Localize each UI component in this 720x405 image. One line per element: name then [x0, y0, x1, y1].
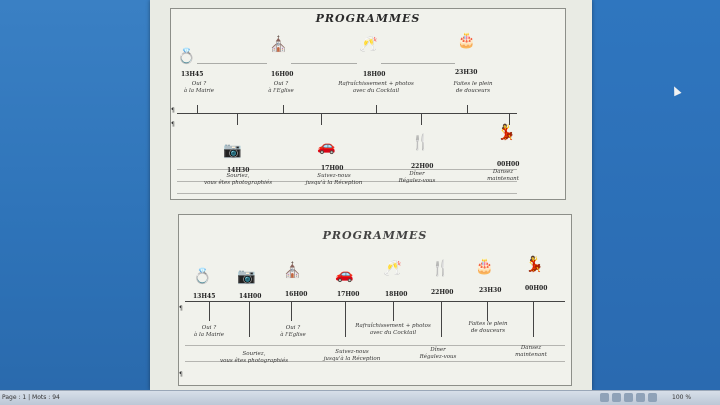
dancers-icon: 💃 [497, 123, 516, 141]
timeline-tick [209, 301, 210, 321]
cake-icon: 🎂 [457, 31, 476, 49]
timeline-tick [321, 113, 322, 125]
timeline-tick [249, 301, 250, 337]
event-caption: Suivez-nous jusqu'à la Réception [323, 349, 381, 362]
event-time: 13H45 [181, 71, 204, 78]
page-title: PROGRAMMES [322, 229, 428, 242]
timeline-tick [441, 301, 442, 337]
rings-icon: 💍 [177, 47, 196, 65]
event-caption: Oui ? à l'Eglise [280, 325, 306, 338]
event-time: 16H00 [285, 291, 308, 298]
event-caption: Dîner Régalez-vous [419, 347, 457, 360]
margin-mark: ¶ [179, 305, 183, 312]
desktop-background-right [590, 0, 720, 390]
margin-mark: ¶ [179, 371, 183, 378]
timeline-tick [509, 113, 510, 125]
guide-line [177, 193, 517, 194]
champagne-icon: 🥂 [383, 259, 402, 277]
zoom-level[interactable]: 100 % [672, 394, 692, 401]
dotted-line [381, 63, 455, 64]
margin-mark: ¶ [171, 107, 175, 114]
event-time: 22H00 [431, 289, 454, 296]
event-caption: Dansez maintenant [515, 345, 547, 358]
champagne-icon: 🥂 [359, 35, 378, 53]
dotted-line [291, 63, 357, 64]
full-screen-icon[interactable] [612, 393, 621, 402]
guide-line [185, 361, 565, 362]
event-time: 18H00 [385, 291, 408, 298]
timeline-axis [177, 113, 517, 114]
page-title: PROGRAMMES [315, 12, 421, 25]
car-icon: 🚗 [317, 137, 336, 155]
page-count: Page : 1 [2, 394, 27, 401]
timeline-tick [376, 105, 377, 113]
church-icon: ⛪ [283, 261, 302, 279]
timeline-tick [487, 301, 488, 321]
draft-icon[interactable] [648, 393, 657, 402]
timeline-tick [291, 301, 292, 321]
camera-icon: 📷 [237, 267, 256, 285]
event-time: 16H00 [271, 71, 294, 78]
event-caption: Dansez maintenant [487, 169, 519, 182]
program-sheet-1[interactable]: PROGRAMMES 💍 ⛪ 🥂 🎂 13H45 16H00 18H00 23H… [170, 8, 566, 200]
event-time: 23H30 [455, 69, 478, 76]
outline-icon[interactable] [636, 393, 645, 402]
camera-icon: 📷 [223, 141, 242, 159]
rings-icon: 💍 [193, 267, 212, 285]
dotted-line [197, 63, 267, 64]
church-icon: ⛪ [269, 35, 288, 53]
timeline-tick [237, 113, 238, 125]
dancers-icon: 💃 [525, 255, 544, 273]
event-caption: Faites le plein de douceurs [468, 321, 508, 334]
cutlery-icon: 🍴 [431, 259, 450, 277]
event-caption: Suivez-nous jusqu'à la Réception [305, 173, 363, 186]
guide-line [177, 169, 517, 170]
cutlery-icon: 🍴 [411, 133, 430, 151]
car-icon: 🚗 [335, 265, 354, 283]
event-caption: Oui ? à la Mairie [183, 81, 215, 94]
guide-line [177, 181, 517, 182]
cake-icon: 🎂 [475, 257, 494, 275]
word-count[interactable]: Mots : 94 [32, 394, 60, 401]
status-text: Page : 1 | Mots : 94 [2, 394, 60, 401]
event-time: 14H30 [227, 167, 250, 174]
guide-line [185, 345, 565, 346]
timeline-tick [283, 105, 284, 113]
event-caption: Rafraîchissement + photos avec du Cockta… [338, 81, 414, 94]
program-sheet-2[interactable]: PROGRAMMES 💍 📷 ⛪ 🚗 🥂 🍴 🎂 💃 13H45 14H00 1… [178, 214, 572, 386]
timeline-tick [197, 105, 198, 113]
event-caption: Dîner Régalez-vous [398, 171, 436, 184]
event-time: 22H00 [411, 163, 434, 170]
web-layout-icon[interactable] [624, 393, 633, 402]
timeline-tick [533, 301, 534, 337]
timeline-tick [467, 105, 468, 113]
event-caption: Oui ? à l'Eglise [268, 81, 294, 94]
margin-mark: ¶ [171, 121, 175, 128]
event-time: 13H45 [193, 293, 216, 300]
event-time: 17H00 [321, 165, 344, 172]
document-page[interactable]: PROGRAMMES 💍 ⛪ 🥂 🎂 13H45 16H00 18H00 23H… [150, 0, 592, 390]
status-bar: Page : 1 | Mots : 94 100 % [0, 390, 720, 405]
timeline-tick [393, 301, 394, 321]
event-time: 23H30 [479, 287, 502, 294]
event-time: 14H00 [239, 293, 262, 300]
timeline-axis [185, 301, 565, 302]
event-caption: Rafraîchissement + photos avec du Cockta… [355, 323, 431, 336]
event-caption: Faites le plein de douceurs [453, 81, 493, 94]
event-time: 17H00 [337, 291, 360, 298]
timeline-tick [345, 301, 346, 337]
desktop-background-left [0, 0, 150, 390]
event-caption: Souriez, vous êtes photographiés [219, 351, 289, 364]
print-layout-icon[interactable] [600, 393, 609, 402]
event-time: 00H00 [497, 161, 520, 168]
event-time: 00H00 [525, 285, 548, 292]
event-time: 18H00 [363, 71, 386, 78]
event-caption: Souriez, vous êtes photographiés [203, 173, 273, 186]
event-caption: Oui ? à la Mairie [193, 325, 225, 338]
view-buttons [600, 393, 657, 402]
timeline-tick [421, 113, 422, 125]
